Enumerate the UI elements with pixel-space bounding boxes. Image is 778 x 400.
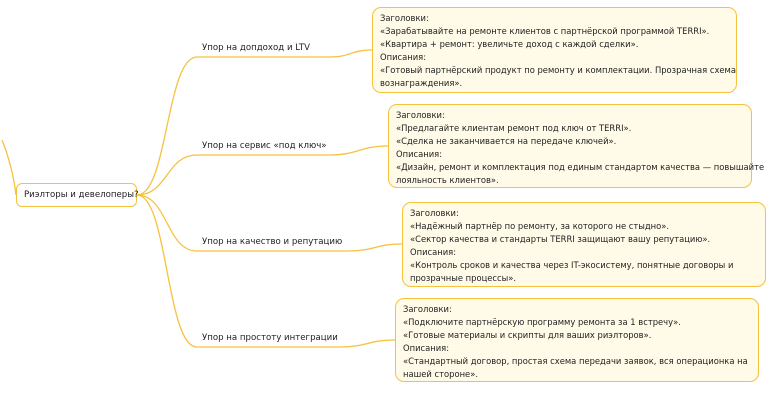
- note-line: «Подключите партнёрскую программу ремонт…: [403, 317, 681, 327]
- edge-branch-1-to-card: [328, 49, 373, 58]
- branch-node-label: Упор на простоту интеграции: [202, 333, 338, 343]
- note-line: «Готовый партнёрский продукт по ремонту …: [380, 65, 737, 75]
- edge-branch-4-to-card: [338, 339, 396, 348]
- note-line: Описания:: [380, 52, 427, 62]
- branch-node-integration[interactable]: Упор на простоту интеграции: [197, 331, 339, 347]
- edge-root-to-branch-4: [136, 194, 198, 348]
- edge-root-to-branch-1: [136, 56, 198, 196]
- note-line: «Квартира + ремонт: увеличьте доход с ка…: [380, 39, 639, 49]
- edge-branch-2-to-card: [328, 145, 389, 156]
- note-line: Заголовки:: [380, 13, 429, 23]
- note-card-turnkey[interactable]: Заголовки: «Предлагайте клиентам ремонт …: [388, 104, 765, 188]
- branch-node-label: Упор на сервис «под ключ»: [202, 141, 327, 151]
- branch-node-label: Упор на качество и репутацию: [202, 237, 343, 247]
- note-line: «Сделка не заканчивается на передаче клю…: [396, 136, 617, 146]
- note-card-quality[interactable]: Заголовки: «Надёжный партнёр по ремонту,…: [402, 202, 766, 287]
- edge-root-to-branch-3: [136, 194, 198, 252]
- note-line: «Контроль сроков и качества через IT-эко…: [410, 260, 734, 270]
- branch-node-label: Упор на допдоход и LTV: [202, 43, 311, 53]
- branch-node-ltv[interactable]: Упор на допдоход и LTV: [197, 41, 329, 57]
- edge-incoming: [1, 139, 17, 196]
- note-line: Описания:: [410, 247, 457, 257]
- note-card-ltv[interactable]: Заголовки: «Зарабатывайте на ремонте кли…: [372, 7, 737, 93]
- note-card-integration[interactable]: Заголовки: «Подключите партнёрскую прогр…: [395, 298, 759, 382]
- root-node[interactable]: Риэлторы и девелоперы?: [16, 183, 139, 207]
- note-line: Заголовки:: [403, 304, 452, 314]
- note-line: «Сектор качества и стандарты TERRI защищ…: [410, 234, 711, 244]
- note-line: Заголовки:: [410, 208, 459, 218]
- root-node-label: Риэлторы и девелоперы?: [24, 190, 139, 200]
- note-line: «Дизайн, ремонт и комплектация под едины…: [396, 162, 765, 172]
- note-line: «Зарабатывайте на ремонте клиентов с пар…: [380, 26, 710, 36]
- note-line: «Стандартный договор, простая схема пере…: [403, 356, 748, 366]
- branch-node-quality[interactable]: Упор на качество и репутацию: [197, 235, 347, 251]
- note-line: Описания:: [403, 343, 450, 353]
- note-line: Заголовки:: [396, 110, 445, 120]
- note-line: вознаграждения».: [380, 78, 463, 88]
- note-line: нашей стороне».: [403, 369, 478, 379]
- note-line: «Предлагайте клиентам ремонт под ключ от…: [396, 123, 632, 133]
- note-line: лояльность клиентов».: [396, 175, 499, 185]
- note-line: «Готовые материалы и скрипты для ваших р…: [403, 330, 652, 340]
- note-line: прозрачные процессы».: [410, 273, 517, 283]
- edge-branch-3-to-card: [346, 243, 403, 252]
- note-line: «Надёжный партнёр по ремонту, за которог…: [410, 221, 670, 231]
- note-line: Описания:: [396, 149, 443, 159]
- branch-node-turnkey[interactable]: Упор на сервис «под ключ»: [197, 139, 329, 155]
- edge-root-to-branch-2: [136, 154, 198, 196]
